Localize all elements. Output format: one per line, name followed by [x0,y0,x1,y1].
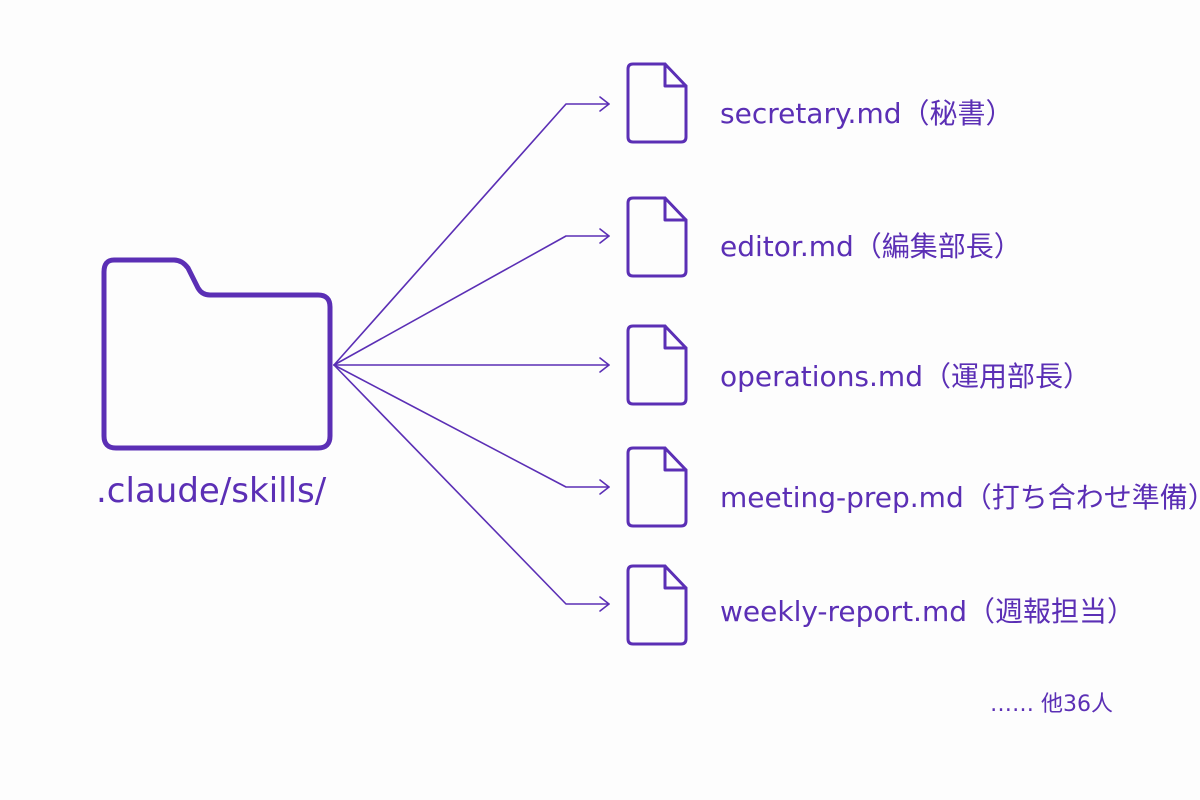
file-icon [626,446,688,528]
more-skills-note: …… 他36人 [990,692,1113,717]
connector-arrows [333,96,610,612]
arrow-secretary [333,103,610,366]
file-label-weekly-report: weekly-report.md（週報担当） [720,595,1135,628]
arrowhead-secretary [599,96,610,112]
file-label-operations: operations.md（運用部長） [720,360,1091,393]
arrowhead-weekly-report [599,596,610,612]
file-icon [626,62,688,144]
arrowhead-meeting-prep [599,479,610,495]
folder-label: .claude/skills/ [96,471,327,511]
file-icon [626,196,688,278]
file-label-meeting-prep: meeting-prep.md（打ち合わせ準備） [720,481,1200,514]
arrow-weekly-report [333,364,610,605]
folder-icon [101,257,333,451]
file-label-editor: editor.md（編集部長） [720,230,1022,263]
file-icon [626,324,688,406]
arrow-editor [333,235,610,366]
arrow-meeting-prep [333,364,610,488]
arrowhead-operations [599,357,610,373]
arrowhead-editor [599,228,610,244]
file-icon [626,564,688,646]
file-label-secretary: secretary.md（秘書） [720,97,1014,130]
